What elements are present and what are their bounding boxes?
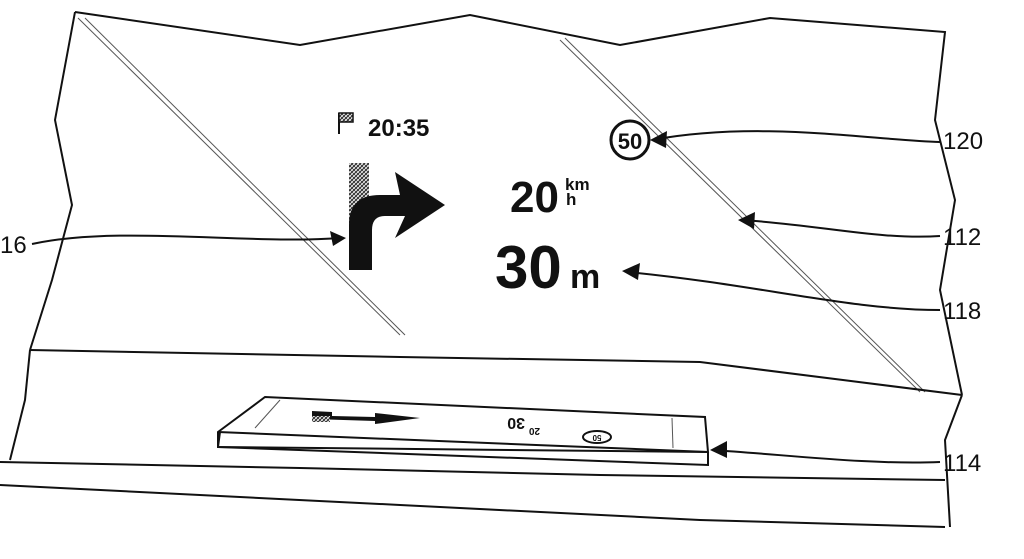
glare-line	[559, 39, 921, 393]
distance-value: 30	[495, 234, 562, 301]
windshield-left-edge	[29, 11, 76, 351]
ref-label-118: 118	[943, 298, 981, 325]
flag-icon	[338, 112, 354, 134]
dashboard-left-edge	[9, 349, 31, 461]
ref-label-120: 120	[943, 128, 983, 155]
speed-limit-sign	[609, 119, 651, 161]
dashboard-right-edge	[943, 394, 963, 528]
arrowheads	[330, 131, 755, 458]
speed-unit-h: h	[566, 190, 576, 209]
dashboard-line	[0, 484, 946, 528]
distance-unit: m	[570, 258, 600, 296]
speed-unit-km: km	[565, 175, 590, 194]
glare-line	[77, 17, 401, 336]
dashboard-top-edge	[29, 349, 963, 396]
mini-speed-limit: 50	[592, 433, 601, 442]
leader-lines	[31, 130, 941, 464]
speed-limit-value: 50	[618, 129, 642, 154]
mini-speed: 20	[528, 425, 540, 436]
speed-value: 20	[510, 173, 559, 222]
hud-content: 20:35 20 km h 30 m 50	[338, 112, 651, 301]
ref-label-16: 16	[0, 232, 27, 259]
glare-line	[84, 17, 406, 336]
turn-right-arrow-icon	[349, 172, 445, 270]
mini-distance: 30	[507, 414, 525, 431]
eta-time: 20:35	[368, 115, 429, 142]
ref-label-112: 112	[943, 224, 981, 251]
mini-turn-arrow	[312, 411, 420, 424]
windshield-outline	[74, 11, 963, 396]
display-unit: 30 20 50	[217, 395, 710, 467]
dashboard-line	[0, 461, 946, 481]
glare-line	[564, 37, 926, 393]
ref-label-114: 114	[943, 450, 981, 477]
